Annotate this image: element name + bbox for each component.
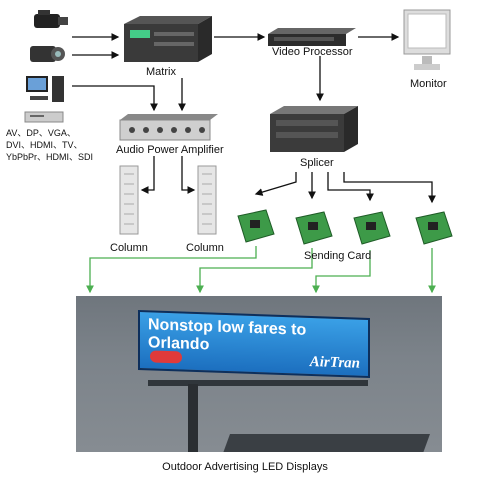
video-camera-icon <box>30 46 65 62</box>
desktop-computer-icon <box>26 76 64 102</box>
input-formats-line-3: YbPbPr、HDMI、SDI <box>6 152 94 162</box>
audio-amplifier-device-icon <box>119 114 218 141</box>
billboard-frame <box>148 380 368 386</box>
audio-amplifier-label: Audio Power Amplifier <box>116 144 224 156</box>
splicer-device-icon <box>270 106 358 152</box>
sending-card-4-icon <box>415 211 453 245</box>
column-speaker-right-icon <box>197 165 217 235</box>
billboard-brand: AirTran <box>309 353 360 372</box>
column-right-label: Column <box>186 242 224 254</box>
monitor-label: Monitor <box>410 78 447 90</box>
dvd-player-icon <box>24 111 64 123</box>
outdoor-led-display-photo: Nonstop low fares to Orlando AirTran <box>76 296 442 452</box>
camcorder-icon <box>34 10 68 28</box>
input-formats-line-1: AV、DP、VGA、 <box>6 128 76 138</box>
matrix-label: Matrix <box>146 66 176 78</box>
video-processor-label: Video Processor <box>272 46 353 58</box>
video-processor-device-icon <box>268 28 356 46</box>
figure-caption: Outdoor Advertising LED Displays <box>162 461 328 473</box>
sending-card-1-icon <box>237 209 275 243</box>
splicer-label: Splicer <box>300 157 334 169</box>
monitor-icon <box>403 9 451 70</box>
sending-card-2-icon <box>295 211 333 245</box>
led-billboard: Nonstop low fares to Orlando AirTran <box>138 309 370 379</box>
column-left-label: Column <box>110 242 148 254</box>
sending-card-3-icon <box>353 211 391 245</box>
sending-card-label: Sending Card <box>304 250 372 262</box>
matrix-device-icon <box>124 16 212 62</box>
building-roof <box>221 434 431 452</box>
billboard-logo-icon <box>150 350 182 364</box>
input-formats-line-2: DVI、HDMI、TV、 <box>6 140 83 150</box>
column-speaker-left-icon <box>119 165 139 235</box>
billboard-pole <box>188 384 198 452</box>
